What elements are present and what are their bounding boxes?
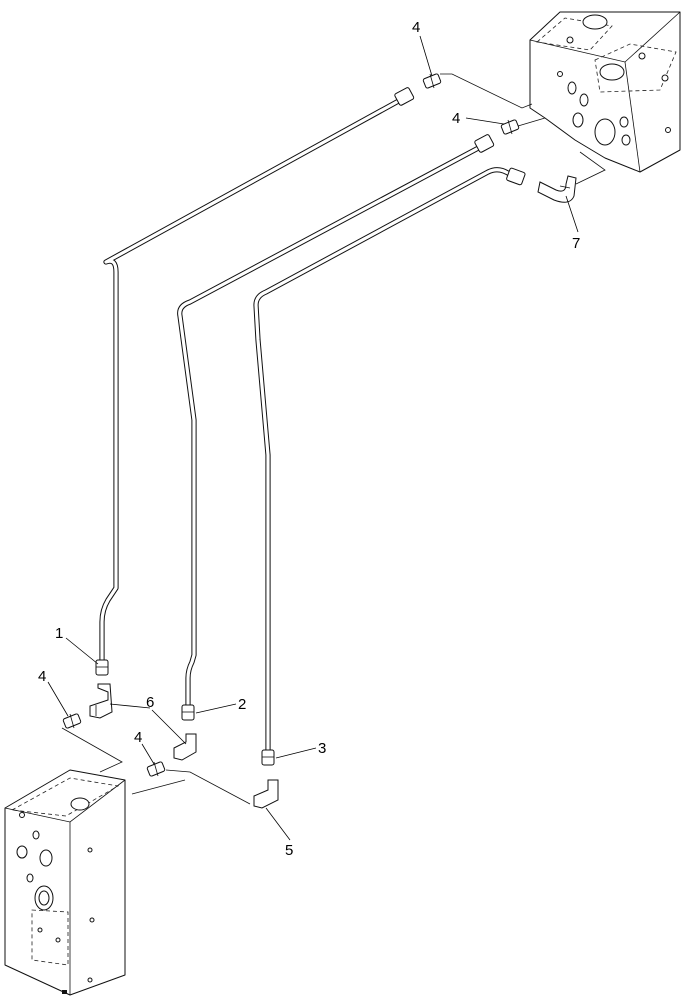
callout-4-top: 4	[412, 19, 420, 36]
tube-nut-3	[261, 749, 275, 766]
tube-2	[177, 142, 487, 711]
leader-lines	[47, 35, 579, 841]
callout-4-lower-mid: 4	[134, 729, 142, 746]
callout-1: 1	[55, 625, 63, 642]
tube-nut-upper-3	[506, 167, 526, 186]
upper-valve-block	[529, 11, 681, 173]
connector-4-lower-mid	[146, 761, 166, 777]
callout-4-upper-mid: 4	[452, 110, 460, 127]
lower-valve-block	[4, 769, 126, 996]
elbow-7	[537, 175, 577, 203]
tube-1	[99, 95, 407, 667]
tube-nut-2	[181, 704, 195, 721]
callout-4-lower-left: 4	[38, 668, 46, 685]
elbow-5	[253, 779, 279, 809]
tee-fitting-6	[89, 683, 113, 719]
callout-3: 3	[318, 740, 326, 757]
callout-5: 5	[285, 842, 293, 859]
callout-6: 6	[146, 694, 154, 711]
elbow-fitting-near-2	[173, 733, 197, 761]
connector-4-upper-top	[422, 73, 442, 89]
tube-nut-1	[95, 659, 109, 676]
callout-2: 2	[238, 696, 246, 713]
routing-lines	[61, 73, 606, 805]
connector-4-lower-left	[62, 713, 82, 729]
tube-3	[253, 167, 515, 755]
tube-nut-upper-2	[474, 134, 495, 153]
callout-7: 7	[572, 235, 580, 252]
tube-nut-upper-1	[394, 87, 415, 106]
connector-4-upper-mid	[500, 119, 520, 135]
